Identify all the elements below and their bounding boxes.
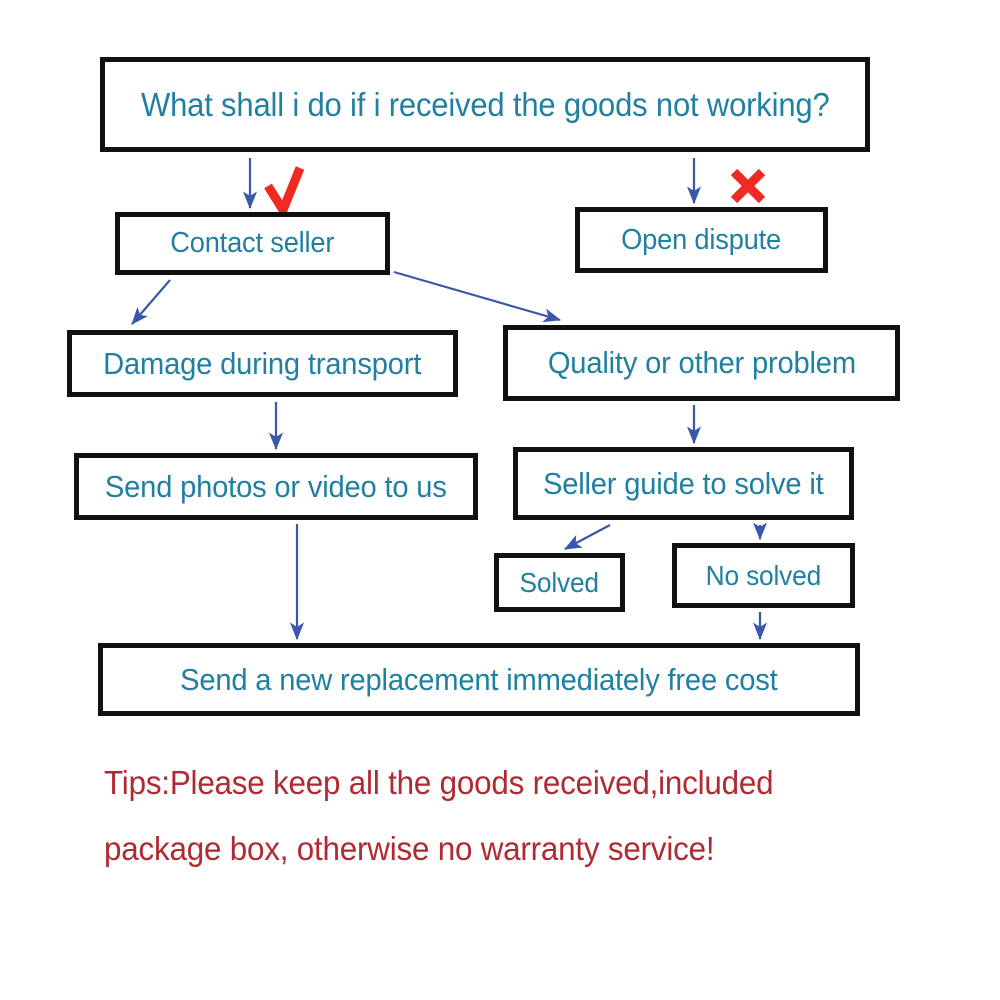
node-open-dispute[interactable]: Open dispute [575, 207, 828, 273]
node-root-label: What shall i do if i received the goods … [140, 85, 830, 123]
node-quality-or-other-problem[interactable]: Quality or other problem [503, 325, 900, 401]
node-nosolved-label: No solved [705, 559, 822, 591]
node-quality-label: Quality or other problem [547, 345, 856, 380]
node-send-new-replacement[interactable]: Send a new replacement immediately free … [98, 643, 860, 716]
node-contact-label: Contact seller [170, 227, 335, 259]
node-send-photos-or-video[interactable]: Send photos or video to us [74, 453, 478, 520]
tips-note: Tips:Please keep all the goods received,… [104, 750, 924, 882]
node-seller-guide-to-solve[interactable]: Seller guide to solve it [513, 447, 854, 520]
node-no-solved[interactable]: No solved [672, 543, 855, 608]
node-guide-label: Seller guide to solve it [543, 465, 824, 501]
node-photos-label: Send photos or video to us [105, 468, 447, 504]
edge-guide-to-solved [564, 524, 611, 550]
node-dispute-label: Open dispute [621, 223, 782, 256]
cross-mark-icon [730, 168, 766, 204]
node-damage-label: Damage during transport [103, 345, 422, 381]
tips-line-2: package box, otherwise no warranty servi… [104, 830, 715, 867]
check-mark-icon [264, 166, 305, 220]
edge-contact-to-damage [131, 279, 171, 325]
node-solved-label: Solved [519, 566, 600, 598]
node-solved[interactable]: Solved [494, 553, 625, 612]
node-contact-seller[interactable]: Contact seller [115, 212, 390, 275]
node-root-question[interactable]: What shall i do if i received the goods … [100, 57, 870, 152]
tips-line-1: Tips:Please keep all the goods received,… [104, 764, 774, 801]
edge-contact-to-quality [393, 270, 562, 323]
node-replace-label: Send a new replacement immediately free … [180, 661, 778, 697]
node-damage-during-transport[interactable]: Damage during transport [67, 330, 458, 397]
